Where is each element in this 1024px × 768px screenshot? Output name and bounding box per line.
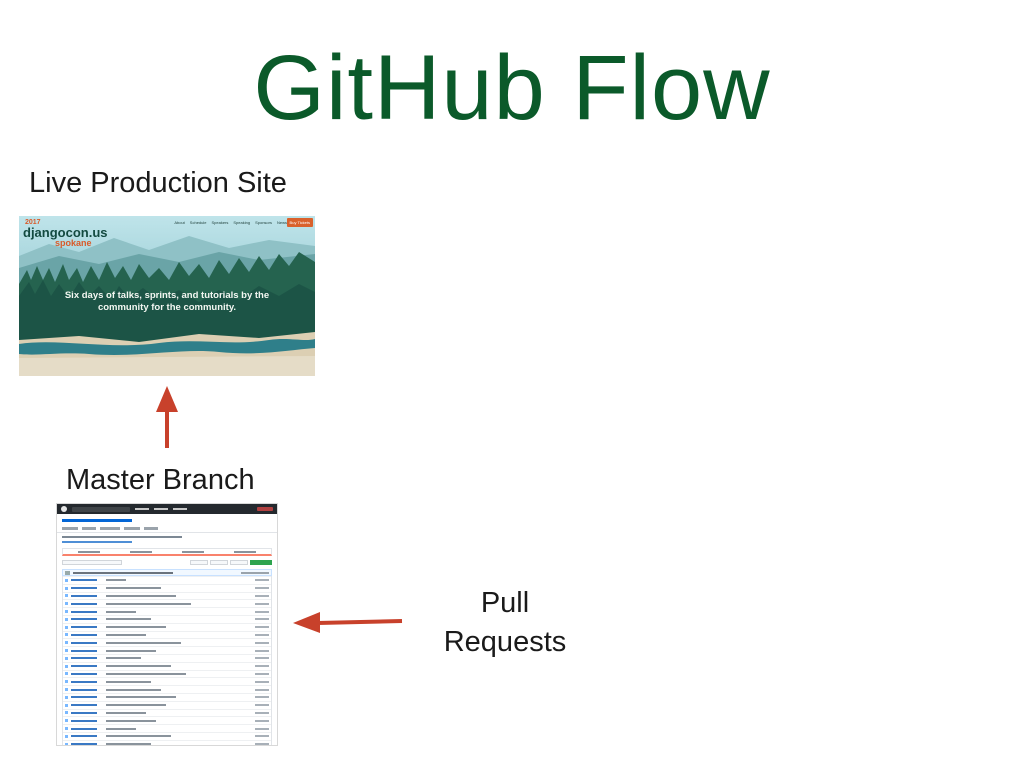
github-repo-tabs bbox=[57, 525, 277, 533]
logo-city: spokane bbox=[55, 237, 92, 248]
file-row bbox=[63, 653, 271, 662]
clone-button bbox=[250, 560, 272, 565]
slide-title: GitHub Flow bbox=[253, 37, 771, 139]
live-site-screenshot: 2017 djangocon.us spokane About Schedule… bbox=[19, 216, 315, 376]
file-row bbox=[63, 591, 271, 600]
file-row bbox=[63, 607, 271, 615]
file-row bbox=[63, 661, 271, 670]
site-nav-item: Speaking bbox=[233, 220, 251, 225]
logo-year: 2017 bbox=[25, 219, 41, 226]
github-file-list bbox=[62, 576, 272, 745]
github-user-icons bbox=[257, 507, 273, 511]
file-row bbox=[63, 630, 271, 639]
github-branch-bar bbox=[57, 556, 277, 567]
site-nav-item: Sponsors bbox=[255, 220, 272, 225]
pull-requests-line-1: Pull bbox=[480, 587, 530, 619]
pull-requests-label: Pull Requests bbox=[400, 584, 610, 662]
tagline-line-2: community for the community. bbox=[97, 302, 237, 314]
live-production-site-label: Live Production Site bbox=[29, 167, 287, 199]
master-branch-label: Master Branch bbox=[66, 464, 255, 496]
landscape-illustration bbox=[19, 236, 315, 376]
file-row bbox=[63, 677, 271, 685]
github-header-bar bbox=[57, 504, 277, 514]
djangocon-logo: 2017 djangocon.us spokane bbox=[23, 219, 108, 248]
file-row bbox=[63, 724, 271, 732]
file-row bbox=[63, 692, 271, 701]
site-nav-item: Schedule bbox=[189, 220, 207, 225]
github-latest-commit bbox=[62, 569, 272, 576]
file-row bbox=[63, 638, 271, 646]
file-row bbox=[63, 708, 271, 717]
buy-tickets-button: Buy Tickets bbox=[286, 218, 313, 227]
site-nav: About Schedule Speakers Speaking Sponsor… bbox=[174, 220, 287, 225]
file-row bbox=[63, 739, 271, 745]
github-search-box bbox=[72, 506, 130, 512]
github-repo-description bbox=[57, 533, 277, 543]
file-row bbox=[63, 576, 271, 584]
site-tagline: Six days of talks, sprints, and tutorial… bbox=[19, 290, 315, 315]
file-row bbox=[63, 685, 271, 693]
github-octocat-icon bbox=[61, 506, 67, 512]
file-row bbox=[63, 646, 271, 654]
file-row bbox=[63, 614, 271, 623]
site-nav-item: About bbox=[174, 220, 185, 225]
file-row bbox=[63, 583, 271, 592]
site-nav-item: Speakers bbox=[211, 220, 229, 225]
file-row bbox=[63, 599, 271, 607]
branch-select bbox=[62, 560, 122, 565]
github-repo-path bbox=[57, 514, 277, 525]
github-repo-screenshot bbox=[56, 503, 278, 746]
site-nav-item: News bbox=[276, 220, 287, 225]
file-row bbox=[63, 700, 271, 709]
file-row bbox=[63, 731, 271, 740]
pull-request-arrow bbox=[293, 612, 403, 633]
file-row bbox=[63, 716, 271, 724]
github-repo-stats bbox=[62, 548, 272, 556]
master-to-live-arrow bbox=[156, 386, 178, 448]
logo-name: djangocon.us bbox=[23, 224, 108, 240]
file-row bbox=[63, 622, 271, 631]
file-row bbox=[63, 669, 271, 678]
pull-requests-line-2: Requests bbox=[443, 626, 567, 659]
tagline-line-1: Six days of talks, sprints, and tutorial… bbox=[64, 290, 270, 301]
